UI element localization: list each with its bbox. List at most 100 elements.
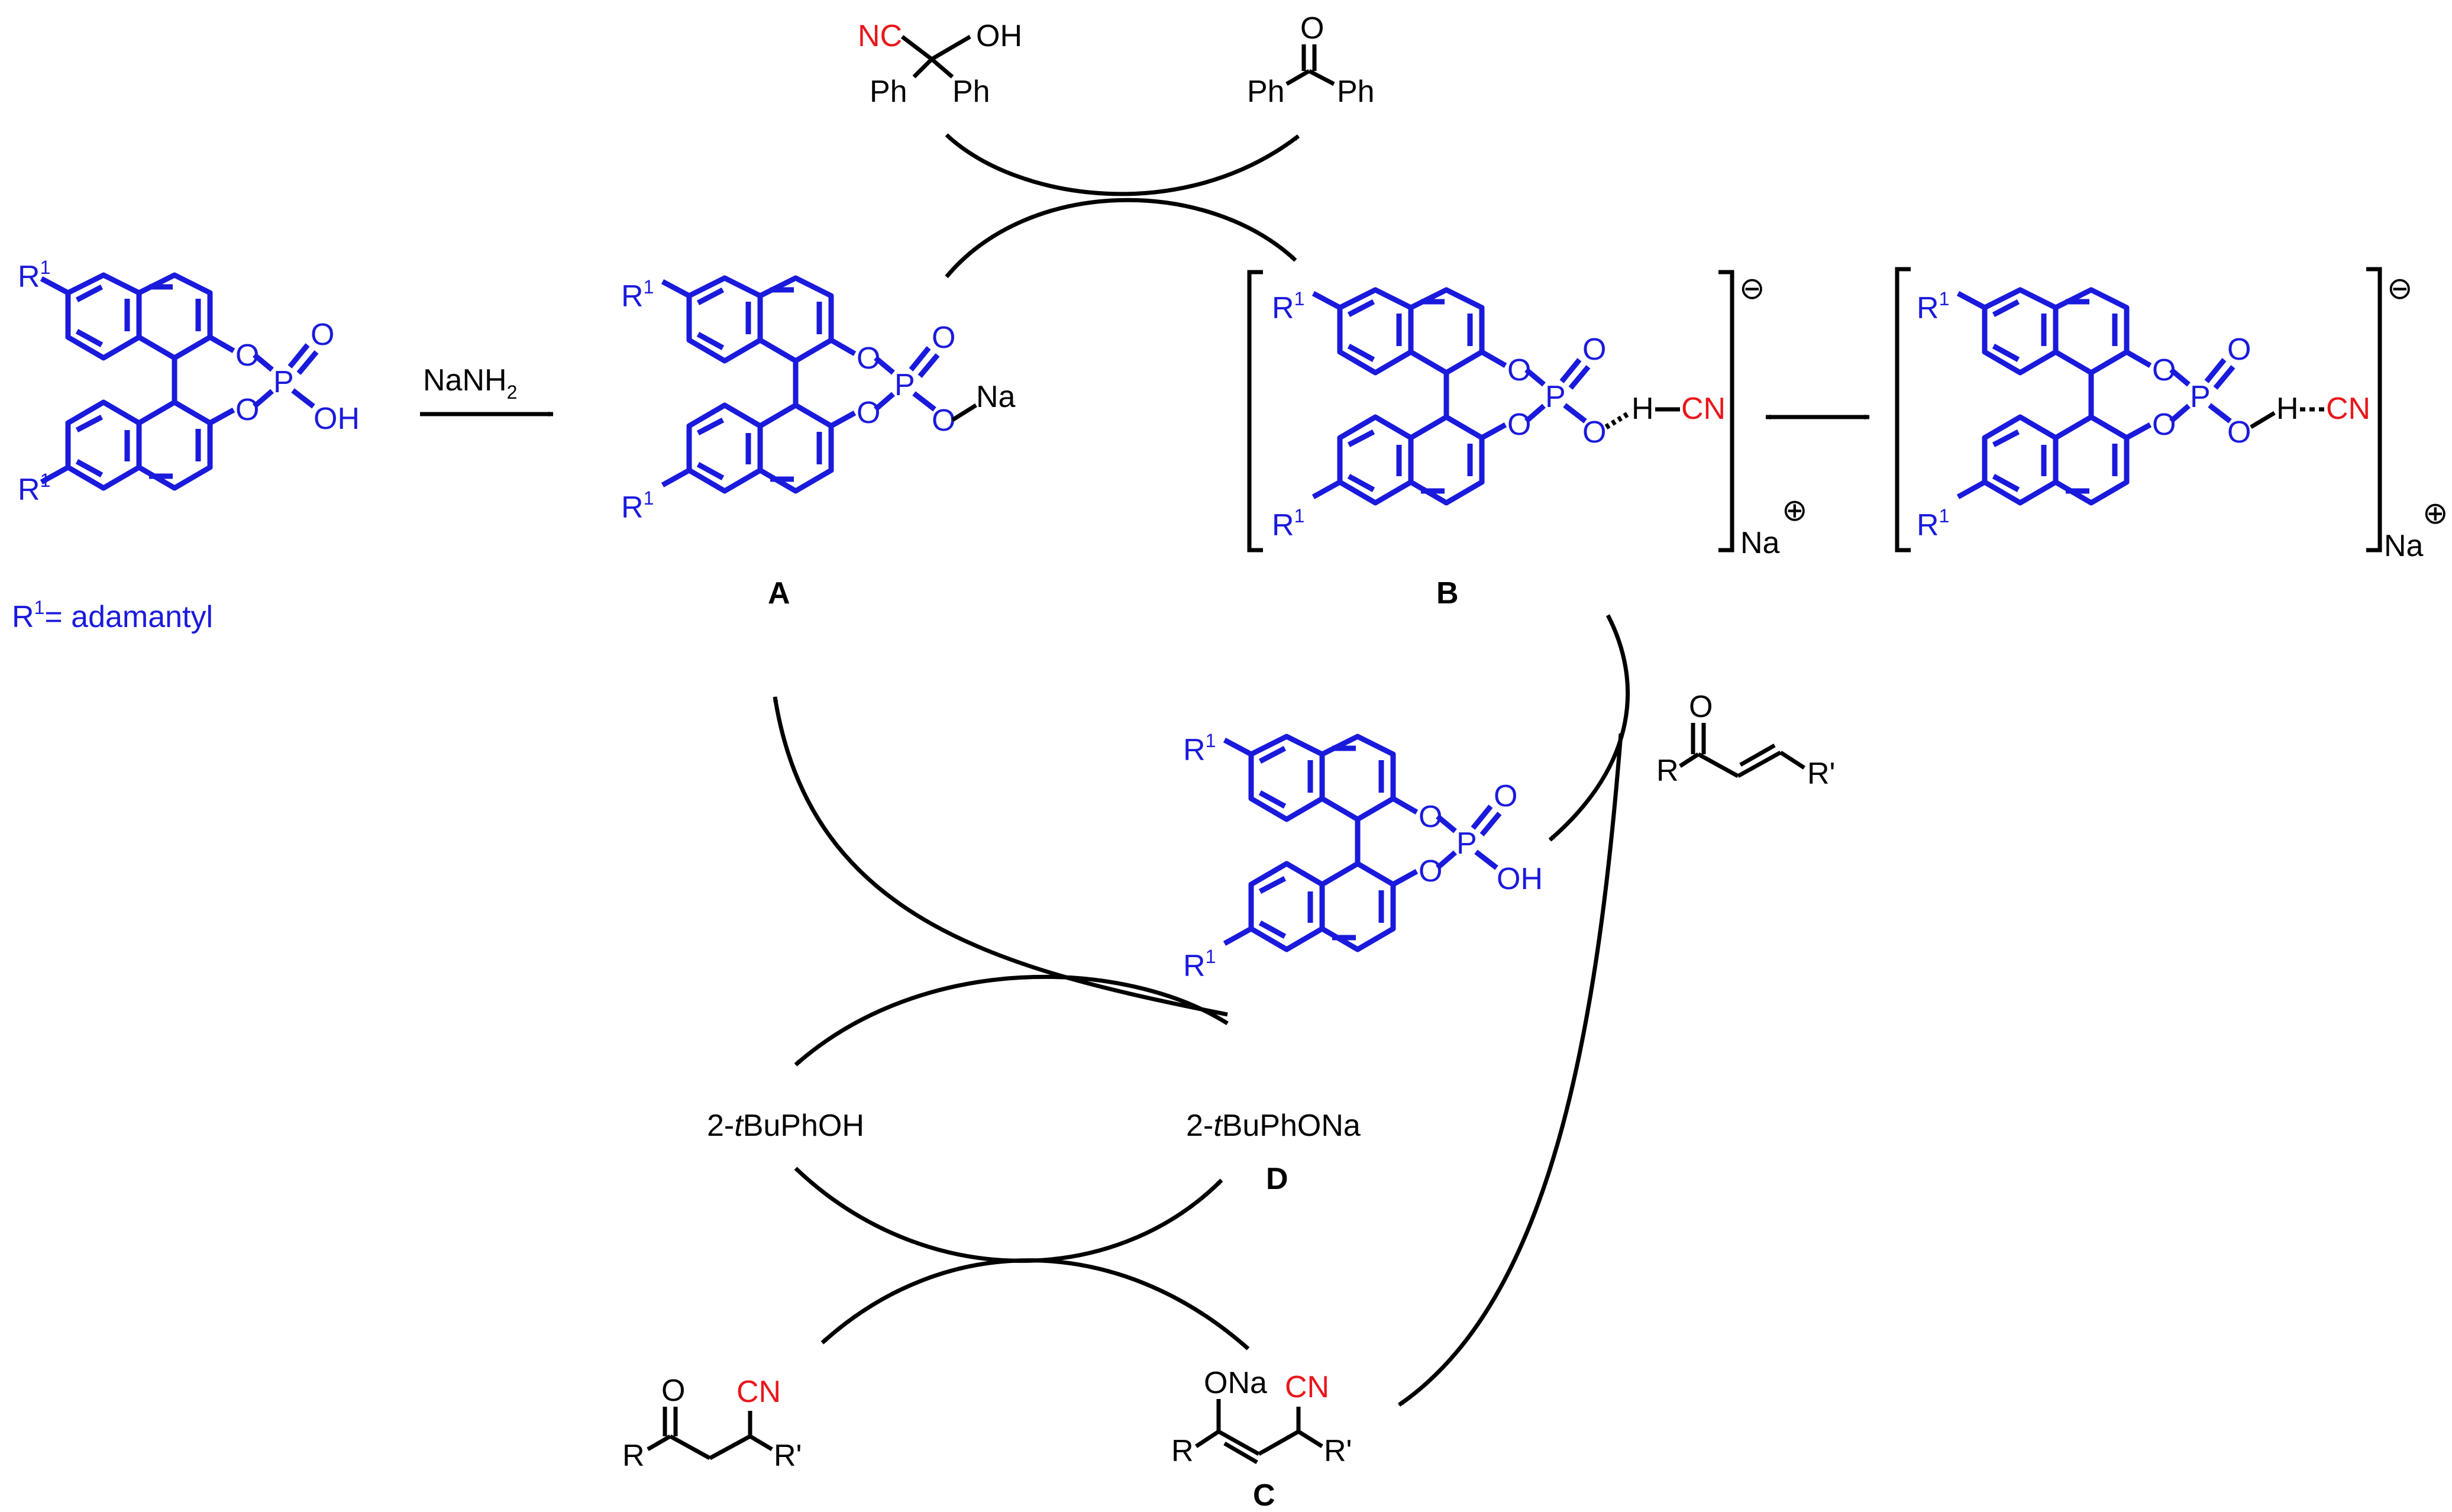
A-to-B-arrow [945,198,1297,279]
regenerated-acid-o-double: O [1494,779,1517,813]
compound-A-sodium-phosphate: R1 R1 O O P O O Na [621,276,1016,525]
r1-definition: R1= adamantyl [12,597,213,634]
compound-B-hbond [1604,411,1632,429]
benzophenone-o: O [1300,11,1324,46]
compound-B-o-minus: O [1582,415,1606,450]
compound-B-o-bottom: O [1507,408,1531,442]
cyanohydrin-ph-right: Ph [952,75,990,109]
enone-o: O [1689,690,1713,724]
D-to-A-arrow [773,696,1228,1017]
enone-cc-double2 [1739,743,1776,767]
compound-B2-bracket-right [2366,267,2382,553]
compound-A-o-na-bond [951,403,977,422]
compound-B2-o-h: O [2227,415,2251,450]
enolate-r2-bond [1297,1430,1323,1448]
product-cc-bond2 [709,1434,751,1461]
phenol-rest: BuPhOH [743,1109,864,1143]
r1-symbol: R [621,279,644,314]
compound-A-na: Na [976,380,1016,414]
compound-B2-catalyst: R1 R1 O O P O O H CN [1917,288,2370,542]
compound-A-o-top: O [857,341,880,376]
r1-sup: 1 [1294,505,1305,526]
r1-sup: 1 [40,470,51,491]
benzophenone-ph2-bond [1308,69,1335,86]
r1-definition-text: = adamantyl [44,600,213,634]
r1-sup: 1 [1206,946,1216,967]
acetone-cyanohydrin-reagent: NC OH Ph Ph [858,19,1022,109]
benzophenone-ph-right: Ph [1337,75,1375,109]
r1-symbol: R [18,473,40,507]
label-D: D [1266,1162,1288,1196]
phenoxide-rest: BuPhONa [1222,1109,1361,1143]
r1-symbol: R [1272,508,1294,542]
compound-B2-o-top: O [2152,353,2176,387]
starting-acid-o-bottom: O [235,393,259,427]
cyanohydrin-ph-left: Ph [870,75,907,109]
enolate-r-bond [1195,1430,1220,1448]
compound-B2-cn: CN [2326,392,2370,426]
label-A: A [768,576,790,610]
benzophenone-ph-left: Ph [1247,75,1285,109]
B-to-acid-arrow [1548,614,1630,842]
compound-B2-na: Na [2384,529,2424,563]
r1-sup: 1 [1939,505,1950,526]
compound-B2-r1-bottom: R1 [1917,505,1949,542]
product-r2-bond [749,1434,773,1452]
product-r-bond [647,1434,671,1452]
phenol-label: 2-tBuPhOH [707,1109,864,1143]
benzophenone-ph1-bond [1285,69,1310,86]
r1-symbol: R [1272,291,1294,325]
compound-B-o-top: O [1507,353,1531,387]
phenol-to-phenoxide-arrow [794,1167,1223,1263]
C-to-product-arrow [820,1258,1250,1351]
compound-B2-oh-bond [2250,411,2276,429]
starting-acid-o-top: O [235,338,259,373]
cyanohydrin-nc: NC [858,19,902,53]
r1-sup: 1 [1206,730,1216,751]
nanh2-reagent: NaNH2 [423,363,517,403]
product-cn: CN [736,1375,781,1409]
enone-cc-double1 [1737,750,1782,778]
phenoxide-label: 2-tBuPhONa [1186,1109,1361,1143]
enolate-r: R [1171,1434,1194,1468]
starting-acid-o-double: O [311,318,334,352]
compound-A-r1-bottom: R1 [621,487,654,525]
starting-acid-p: P [273,365,294,399]
compound-B-h: H [1632,392,1654,426]
r1-definition-sup: 1 [34,597,45,618]
regenerated-acid-r1-top: R1 [1183,730,1216,767]
compound-B-p: P [1545,380,1566,414]
r1-sup: 1 [1294,288,1305,309]
compound-B-bracket-right [1718,270,1734,553]
r1-symbol: R [1917,508,1939,542]
cyanohydrin-nc-bond [900,35,933,61]
label-B: B [1436,576,1459,610]
compound-B-minus: ⊖ [1739,272,1765,306]
r1-symbol: R [1183,949,1206,983]
compound-C-enolate: ONa R CN R' [1171,1366,1352,1468]
compound-B-catalyst: R1 R1 O O P O O H CN [1272,288,1726,542]
compound-A-o-bottom: O [857,396,880,430]
phenol-prefix: 2- [707,1109,734,1143]
enone-substrate: O R R' [1656,690,1835,791]
r1-sup: 1 [40,257,51,278]
compound-B-hcn-complex: R1 R1 O O P O O H CN ⊖ Na ⊕ [1247,270,1808,560]
enolate-cc-double2 [1223,1441,1258,1465]
compound-A-o-double: O [932,321,955,355]
r1-definition-symbol: R [12,600,34,634]
compound-B2-p: P [2190,380,2211,414]
compound-B-plus: ⊕ [1782,493,1808,528]
r1-sup: 1 [1939,288,1950,309]
regenerated-acid-oh: OH [1497,862,1543,896]
compound-B2-bracket-left [1895,267,1911,553]
r1-symbol: R [1183,733,1206,767]
nanh2-sub: 2 [507,382,518,403]
r1-symbol: R [621,490,644,525]
compound-B-na: Na [1740,526,1780,560]
enolate-cc-bond [1258,1429,1300,1456]
enone-r2-bond [1779,751,1805,770]
enolate-cc-double1 [1217,1429,1260,1456]
label-C: C [1253,1478,1275,1509]
enolate-r2: R' [1324,1434,1352,1468]
cyanohydrin-ph1-bond [912,57,933,79]
